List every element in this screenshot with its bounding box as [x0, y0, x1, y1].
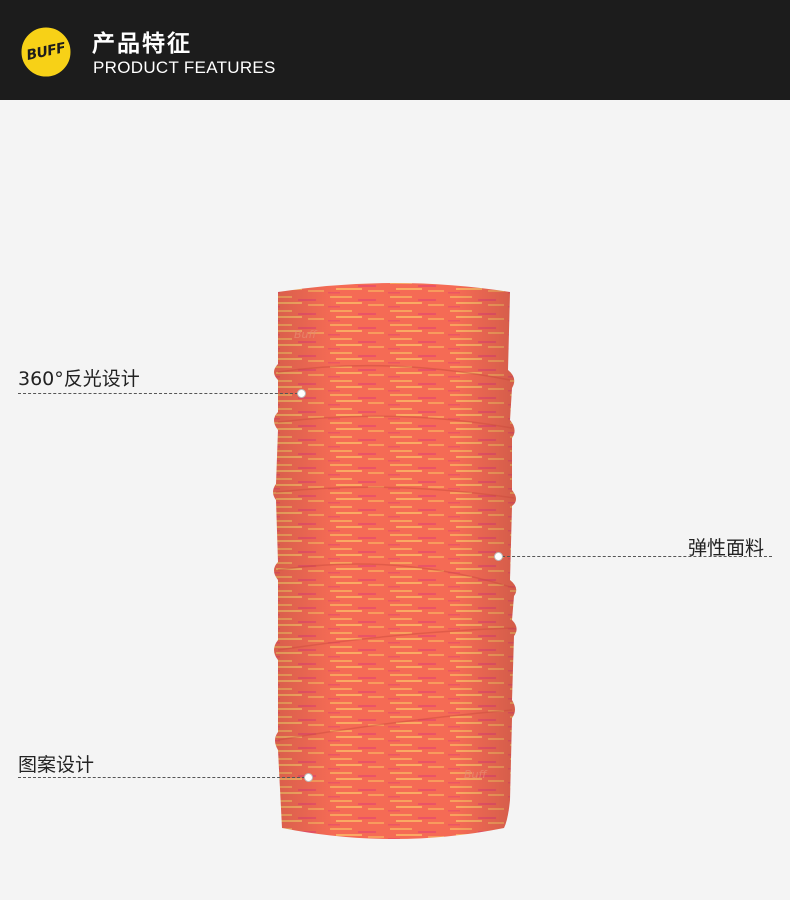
callout-reflective-label: 360°反光设计 — [18, 368, 140, 390]
callout-reflective-line — [18, 393, 298, 394]
brand-mark-bottom: Buff — [464, 768, 488, 781]
buff-logo: BUFF — [20, 26, 72, 78]
callout-reflective-dot — [297, 389, 306, 398]
callout-pattern-dot — [304, 773, 313, 782]
callout-elastic-label: 弹性面料 — [688, 537, 765, 559]
section-title-cn: 产品特征 — [92, 31, 192, 57]
callout-pattern-line — [18, 777, 305, 778]
callout-elastic-dot — [494, 552, 503, 561]
callout-pattern-label: 图案设计 — [18, 754, 95, 776]
section-title-en: PRODUCT FEATURES — [93, 58, 276, 77]
brand-mark-top: Buff — [294, 328, 318, 341]
page-header: BUFF 产品特征 PRODUCT FEATURES — [0, 0, 790, 100]
logo-text: BUFF — [25, 40, 67, 64]
callout-elastic-line — [502, 556, 772, 557]
neck-tube-product-image: Buff Buff — [268, 280, 520, 850]
